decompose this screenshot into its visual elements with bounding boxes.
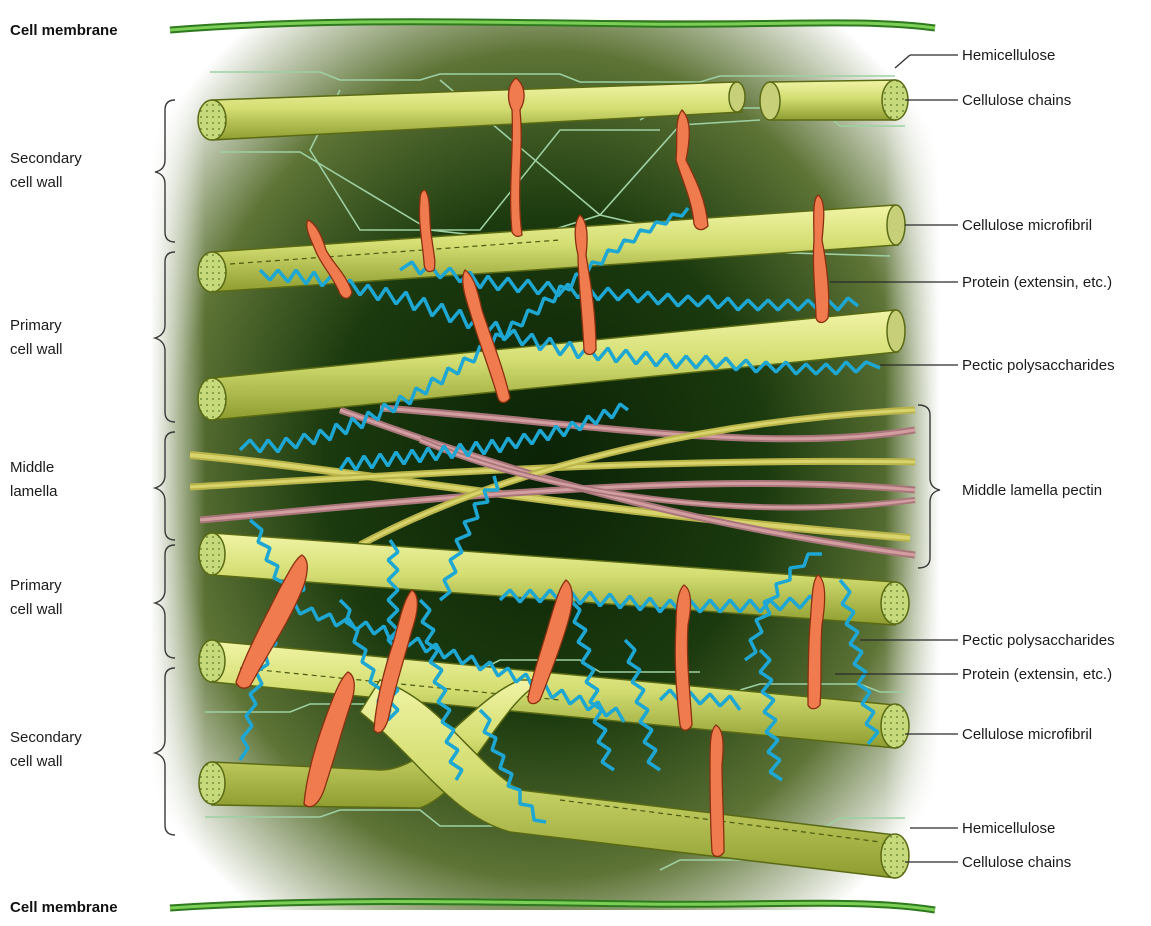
cellulose-microfibril: [760, 80, 908, 120]
pectic-polysaccharides-bottom-label: Pectic polysaccharides: [962, 632, 1115, 649]
protein-bottom-label: Protein (extensin, etc.): [962, 666, 1112, 683]
hemicellulose-top-label: Hemicellulose: [962, 47, 1055, 64]
secondary-cell-wall-bottom-line2: cell wall: [10, 753, 63, 770]
cell-membrane-top-label: Cell membrane: [10, 22, 118, 39]
pectic-polysaccharides-top-label: Pectic polysaccharides: [962, 357, 1115, 374]
middle-lamella-line1: Middle: [10, 459, 54, 476]
left-labels: Secondary cell wall Primary cell wall Mi…: [10, 150, 82, 770]
right-labels: Hemicellulose Cellulose chains Cellulose…: [962, 47, 1115, 871]
cell-membrane-bottom-label: Cell membrane: [10, 899, 118, 916]
middle-lamella-line2: lamella: [10, 483, 58, 500]
secondary-cell-wall-top-line2: cell wall: [10, 174, 63, 191]
cellulose-microfibril-bottom-label: Cellulose microfibril: [962, 726, 1092, 743]
primary-cell-wall-bottom-line2: cell wall: [10, 601, 63, 618]
hemicellulose-bottom-label: Hemicellulose: [962, 820, 1055, 837]
cellulose-microfibril-top-label: Cellulose microfibril: [962, 217, 1092, 234]
secondary-cell-wall-bottom-line1: Secondary: [10, 729, 82, 746]
secondary-cell-wall-top-line1: Secondary: [10, 150, 82, 167]
cellulose-chains-bottom-label: Cellulose chains: [962, 854, 1071, 871]
middle-lamella-pectin-label: Middle lamella pectin: [962, 482, 1102, 499]
protein-top-label: Protein (extensin, etc.): [962, 274, 1112, 291]
primary-cell-wall-top-line2: cell wall: [10, 341, 63, 358]
cellulose-chains-top-label: Cellulose chains: [962, 92, 1071, 109]
primary-cell-wall-top-line1: Primary: [10, 317, 62, 334]
primary-cell-wall-bottom-line1: Primary: [10, 577, 62, 594]
